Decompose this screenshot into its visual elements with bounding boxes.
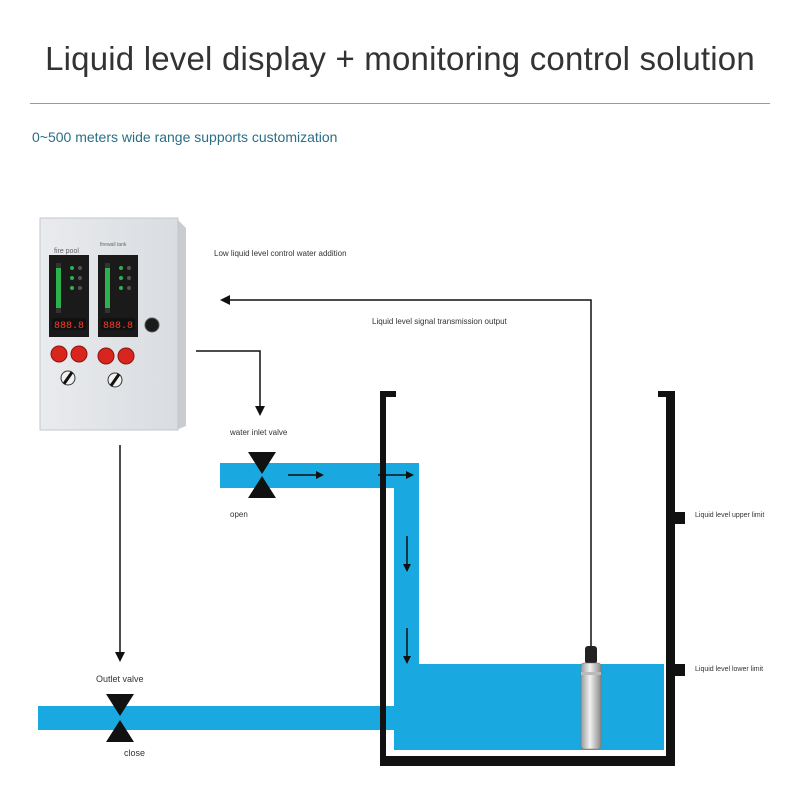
outlet-valve-icon [106, 694, 134, 742]
right-display-label: firewall tank [100, 242, 127, 248]
left-readout: 888.8 [54, 321, 84, 332]
left-level-display: 888.8 [49, 255, 89, 337]
left-display-label: fire pool [54, 248, 79, 255]
title-divider [30, 103, 770, 104]
control-line-inlet [196, 350, 265, 416]
outlet-valve-label: Outlet valve [96, 674, 144, 684]
selector-knob-icon [107, 372, 123, 388]
low-level-control-label: Low liquid level control water addition [214, 249, 347, 258]
lower-limit-label: Liquid level lower limit [695, 666, 764, 673]
indicator-lamp [50, 345, 68, 363]
right-level-display: 888.8 [98, 255, 138, 337]
indicator-lamp [70, 345, 88, 363]
upper-limit-mark [675, 512, 685, 524]
upper-limit-label: Liquid level upper limit [695, 512, 765, 519]
inlet-valve-label: water inlet valve [230, 428, 288, 437]
signal-line [220, 295, 592, 655]
selector-knob-icon [60, 370, 76, 386]
indicator-lamp [117, 347, 135, 365]
level-probe-icon [580, 646, 602, 750]
page-subtitle: 0~500 meters wide range supports customi… [32, 129, 338, 145]
lower-limit-mark [675, 664, 685, 676]
inlet-valve-state: open [230, 510, 248, 519]
outlet-pipe [38, 706, 398, 730]
signal-output-label: Liquid level signal transmission output [372, 317, 507, 326]
control-box: fire pool firewall tank 888.8 [39, 217, 186, 431]
tank-water [394, 664, 664, 750]
right-readout: 888.8 [103, 321, 133, 332]
indicator-lamp [97, 347, 115, 365]
outlet-valve-state: close [124, 748, 146, 758]
inlet-valve-icon [248, 452, 276, 498]
power-button [144, 317, 160, 333]
page-title: Liquid level display + monitoring contro… [45, 40, 755, 77]
